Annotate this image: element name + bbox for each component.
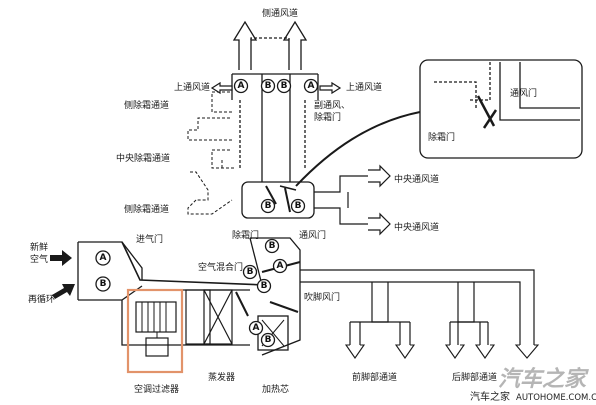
label-center-vent-2: 中央通风道 — [394, 221, 439, 233]
svg-text:A: A — [277, 261, 284, 271]
door-mark-a-mix: A — [248, 320, 264, 336]
foot-arrows — [344, 344, 540, 359]
inset-detail — [295, 59, 583, 187]
door-mark-a-heater-top: A — [272, 258, 288, 274]
svg-text:B: B — [269, 241, 276, 251]
label-sub-duct-defrost-door-2: 除霜门 — [314, 111, 341, 123]
door-mark-b-center-2: B — [290, 198, 306, 214]
label-inset-vent-door: 通风门 — [510, 87, 537, 99]
label-upper-duct-right: 上通风道 — [346, 81, 382, 93]
label-defrost-door: 除霜门 — [232, 229, 259, 241]
door-mark-a-2: A — [303, 78, 319, 94]
label-sub-duct-defrost-door-1: 副通风、 — [314, 100, 350, 111]
watermark-logo: 汽车之家 — [498, 366, 589, 392]
door-mark-b-heater: B — [260, 332, 276, 348]
door-mark-b-mix-1: B — [242, 264, 258, 280]
label-rear-foot-duct: 后脚部通道 — [452, 371, 497, 383]
svg-text:A: A — [238, 81, 245, 91]
door-mark-b-mix-2: B — [256, 278, 272, 294]
label-upper-duct-left: 上通风道 — [174, 81, 210, 93]
watermark-brand: 汽车之家 — [470, 390, 510, 403]
watermark-url: AUTOHOME.COM.CN — [516, 393, 596, 403]
upper-duct-arrows — [210, 81, 342, 95]
svg-text:汽车之家: 汽车之家 — [498, 366, 589, 392]
svg-text:A: A — [308, 81, 315, 91]
label-side-defrost-lower: 侧除霜通道 — [124, 203, 169, 215]
label-air-mix-door: 空气混合门 — [198, 261, 243, 273]
label-ac-filter: 空调过滤器 — [134, 383, 179, 395]
center-vent-outputs — [314, 164, 391, 236]
label-foot-door: 吹脚风门 — [304, 291, 340, 303]
main-duct — [231, 73, 319, 182]
label-front-foot-duct: 前脚部通道 — [352, 371, 397, 383]
evaporator — [185, 289, 233, 345]
svg-text:B: B — [281, 81, 288, 91]
svg-text:B: B — [265, 81, 272, 91]
label-fresh-air-1: 新鲜 — [30, 241, 48, 253]
svg-text:B: B — [247, 267, 254, 277]
left-defrost-ducts — [187, 91, 235, 215]
label-side-defrost-upper: 侧除霜通道 — [124, 99, 169, 111]
svg-text:B: B — [295, 201, 302, 211]
svg-text:A: A — [253, 323, 260, 333]
label-heater-core: 加热芯 — [262, 383, 289, 395]
door-mark-b-heater-top: B — [264, 238, 280, 254]
svg-text:A: A — [100, 253, 107, 263]
label-recirc: 再循环 — [28, 293, 55, 305]
label-intake-door: 进气门 — [136, 233, 163, 245]
door-mark-a-1: A — [233, 78, 249, 94]
svg-text:B: B — [100, 279, 107, 289]
door-mark-b-center-1: B — [260, 198, 276, 214]
door-mark-b-intake: B — [95, 276, 111, 292]
svg-text:B: B — [261, 281, 268, 291]
foot-ducts — [300, 269, 535, 345]
heater-section — [235, 237, 301, 356]
label-center-vent-1: 中央通风道 — [394, 173, 439, 185]
ac-filter — [126, 288, 184, 374]
door-mark-a-intake: A — [95, 250, 111, 266]
center-box — [241, 181, 315, 219]
label-side-duct-top: 侧通风道 — [262, 7, 298, 19]
label-vent-door: 通风门 — [299, 229, 326, 241]
door-mark-b-2: B — [276, 78, 292, 94]
door-mark-b-1: B — [260, 78, 276, 94]
label-fresh-air-2: 空气 — [30, 253, 48, 265]
label-center-defrost: 中央除霜通道 — [116, 152, 170, 164]
label-inset-defrost-door: 除霜门 — [428, 131, 455, 143]
svg-text:B: B — [265, 201, 272, 211]
side-duct-top — [232, 20, 308, 70]
intake-arrows — [50, 250, 75, 299]
label-evaporator: 蒸发器 — [208, 371, 235, 383]
svg-text:B: B — [265, 335, 272, 345]
